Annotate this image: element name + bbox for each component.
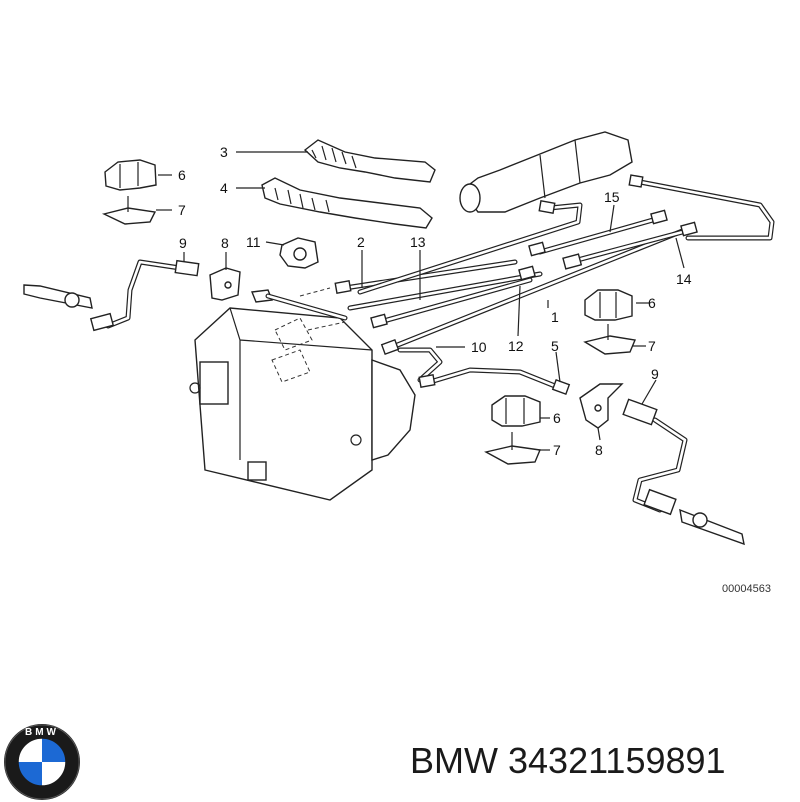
callout-11: 11 [246,234,261,250]
callout-8-left: 8 [221,235,229,251]
part-8-bracket-right [579,383,624,429]
diagram-reference-number: 00004563 [722,583,771,595]
callout-14: 14 [676,271,692,287]
part-7-clip-left [101,196,157,225]
part-7-clip-right-upper [583,324,636,355]
part-9-hose-right [622,398,745,546]
part-number: 34321159891 [508,740,726,781]
brake-lines [251,174,775,395]
callout-9-right: 9 [651,366,659,382]
callout-9-left: 9 [179,235,187,251]
part-3-clip-strip [303,139,436,183]
abs-hydraulic-unit [189,307,416,501]
part-6-clamp-right-lower [491,395,541,427]
callout-6-left: 6 [178,167,186,183]
part-7-clip-right-lower [484,432,541,465]
callout-2: 2 [357,234,365,250]
part-6-clamp-left [104,159,157,191]
callout-4: 4 [220,180,228,196]
bmw-logo: BMW [4,724,80,800]
callout-12: 12 [508,338,524,354]
callout-7-right-lower: 7 [553,442,561,458]
svg-text:BMW: BMW [25,727,59,738]
part-8-bracket-left [209,267,241,301]
callout-13: 13 [410,234,426,250]
part-4-clip-strip [261,177,433,229]
callout-15: 15 [604,189,620,205]
master-cylinder [459,131,633,213]
leader-lines [156,151,685,451]
callout-numbers: 3 4 6 7 9 8 11 2 13 15 14 6 1 12 10 5 7 … [178,144,692,458]
callout-7-left: 7 [178,202,186,218]
part-9-hose-left [23,259,200,332]
part-11-grommet [279,237,319,269]
part-label: BMW 34321159891 [410,740,726,782]
brand-name: BMW [410,740,498,781]
part-6-clamp-right-upper [584,289,633,321]
callout-5: 5 [551,338,559,354]
callout-7-right-upper: 7 [648,338,656,354]
callout-6-right-upper: 6 [648,295,656,311]
callout-3: 3 [220,144,228,160]
callout-8-right: 8 [595,442,603,458]
callout-6-right-lower: 6 [553,410,561,426]
callout-10: 10 [471,339,487,355]
callout-1: 1 [551,309,559,325]
